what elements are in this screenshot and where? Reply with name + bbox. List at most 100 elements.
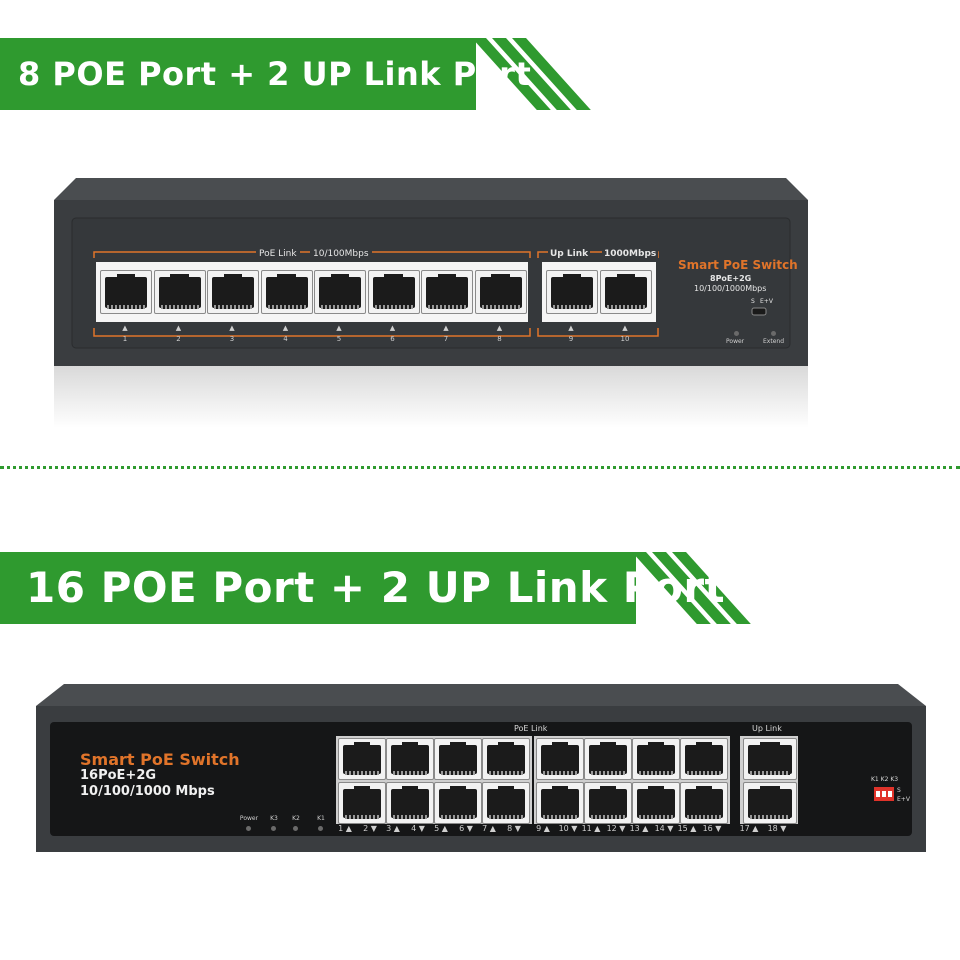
banner-bar xyxy=(0,38,476,110)
rj45-port[interactable] xyxy=(421,270,473,314)
rj45-port[interactable] xyxy=(743,782,797,824)
port-number-label: 8 ▼ xyxy=(507,824,521,833)
model-label: 16PoE+2G xyxy=(80,768,157,783)
dip-ev-label: E+V xyxy=(897,796,910,803)
rj45-port[interactable] xyxy=(386,782,434,824)
port-number-label: ▲ xyxy=(336,324,342,332)
dip-s-label: S xyxy=(897,787,901,794)
port-number-label: 9 ▲ xyxy=(536,824,550,833)
rj45-port[interactable] xyxy=(546,270,598,314)
port-number-label: 4 ▼ xyxy=(411,824,425,833)
port-number-label: 7 ▲ xyxy=(482,824,496,833)
port-number-label: 11 ▲ xyxy=(581,824,601,833)
rj45-port[interactable] xyxy=(100,270,152,314)
port-number-label: ▲ xyxy=(622,324,628,332)
rj45-port[interactable] xyxy=(632,738,680,780)
port-number-label: 3 ▲ xyxy=(386,824,400,833)
rj45-port[interactable] xyxy=(338,738,386,780)
port-number-label: 7 xyxy=(443,335,449,343)
top-banner-title: 8 POE Port + 2 UP Link Port xyxy=(18,55,532,93)
port-number-label: 18 ▼ xyxy=(767,824,787,833)
port-number-label: 6 xyxy=(390,335,395,343)
port-number-label: 15 ▲ xyxy=(677,824,697,833)
speed-label: 10/100/1000 Mbps xyxy=(80,784,215,799)
rj45-port[interactable] xyxy=(584,782,632,824)
dip-labels: K1 K2 K3 xyxy=(871,776,899,783)
port-number-label: ▲ xyxy=(282,324,289,332)
port-number-label: ▲ xyxy=(122,324,128,332)
port-number-label: 17 ▲ xyxy=(739,824,759,833)
speed-label: 10/100/1000Mbps xyxy=(694,284,767,293)
rj45-port[interactable] xyxy=(314,270,366,314)
port-number-label: 5 xyxy=(336,335,342,343)
selector-ev-label: E+V xyxy=(760,298,773,305)
power-label: Power xyxy=(726,338,745,345)
banner-bar xyxy=(0,552,636,624)
port-number-label: ▲ xyxy=(389,324,396,332)
rj45-port[interactable] xyxy=(680,738,728,780)
port-number-label: 3 xyxy=(229,335,235,343)
rj45-port[interactable] xyxy=(600,270,652,314)
rj45-port[interactable] xyxy=(260,270,313,314)
rj45-port[interactable] xyxy=(367,270,420,314)
indicator-led xyxy=(271,826,276,831)
rj45-port[interactable] xyxy=(584,738,632,780)
indicator-led-label: K2 xyxy=(292,815,300,822)
rj45-port[interactable] xyxy=(536,738,584,780)
rj45-port[interactable] xyxy=(338,782,386,824)
rj45-port[interactable] xyxy=(474,270,527,314)
port-number-label: 1 ▲ xyxy=(338,824,352,833)
indicator-led-label: K1 xyxy=(317,815,325,822)
rj45-port[interactable] xyxy=(680,782,728,824)
rj45-port[interactable] xyxy=(482,738,530,780)
port-number-label: 12 ▼ xyxy=(606,824,626,833)
rj45-port[interactable] xyxy=(743,738,797,780)
port-number-label: ▲ xyxy=(175,324,182,332)
rj45-port[interactable] xyxy=(386,738,434,780)
brand-label: Smart PoE Switch xyxy=(678,258,798,272)
poe-group-speed: 10/100Mbps xyxy=(310,249,372,259)
port-number-label: 2 xyxy=(176,335,181,343)
rj45-port[interactable] xyxy=(207,270,259,314)
rj45-port[interactable] xyxy=(434,738,482,780)
uplink-group-speed: 1000Mbps xyxy=(602,249,659,259)
bottom-banner-title: 16 POE Port + 2 UP Link Port xyxy=(26,563,726,612)
port-number-label: 9 xyxy=(568,335,574,343)
port-number-label: 4 xyxy=(283,335,288,343)
port-number-label: 16 ▼ xyxy=(702,824,722,833)
port-number-label: 10 xyxy=(620,335,630,343)
rj45-port[interactable] xyxy=(536,782,584,824)
section-divider xyxy=(0,466,960,469)
port-number-label: 13 ▲ xyxy=(629,824,649,833)
port-number-label: 5 ▲ xyxy=(434,824,448,833)
port-number-label: ▲ xyxy=(443,324,449,332)
uplink-group-label: Up Link xyxy=(752,724,782,733)
indicator-led-label: Power xyxy=(239,815,259,822)
power-led xyxy=(734,331,739,336)
indicator-led-label: K3 xyxy=(270,815,278,822)
port-number-label: 14 ▼ xyxy=(654,824,674,833)
rj45-port[interactable] xyxy=(482,782,530,824)
rj45-port[interactable] xyxy=(434,782,482,824)
switch-16-port: Smart PoE Switch 16PoE+2G 10/100/1000 Mb… xyxy=(36,684,926,854)
model-label: 8PoE+2G xyxy=(710,274,752,283)
port-number-label: ▲ xyxy=(496,324,503,332)
uplink-group-label: Up Link xyxy=(548,249,591,259)
port-number-label: ▲ xyxy=(568,324,574,332)
port-number-label: 6 ▼ xyxy=(459,824,473,833)
poe-group-label: PoE Link xyxy=(514,724,548,733)
port-number-label: 1 xyxy=(122,335,128,343)
extend-led xyxy=(771,331,776,336)
port-number-label: 2 ▼ xyxy=(363,824,377,833)
poe-group-label: PoE Link xyxy=(256,249,300,259)
switch-8-port: PoE Link 10/100Mbps Up Link 1000Mbps Sma… xyxy=(54,178,808,428)
top-banner: 8 POE Port + 2 UP Link Port xyxy=(0,38,591,110)
port-number-label: ▲ xyxy=(229,324,235,332)
bottom-banner: 16 POE Port + 2 UP Link Port xyxy=(0,552,751,624)
indicator-led xyxy=(293,826,298,831)
indicator-led xyxy=(246,826,251,831)
indicator-led xyxy=(318,826,323,831)
rj45-port[interactable] xyxy=(153,270,206,314)
selector-s-label: S xyxy=(751,298,755,305)
rj45-port[interactable] xyxy=(632,782,680,824)
